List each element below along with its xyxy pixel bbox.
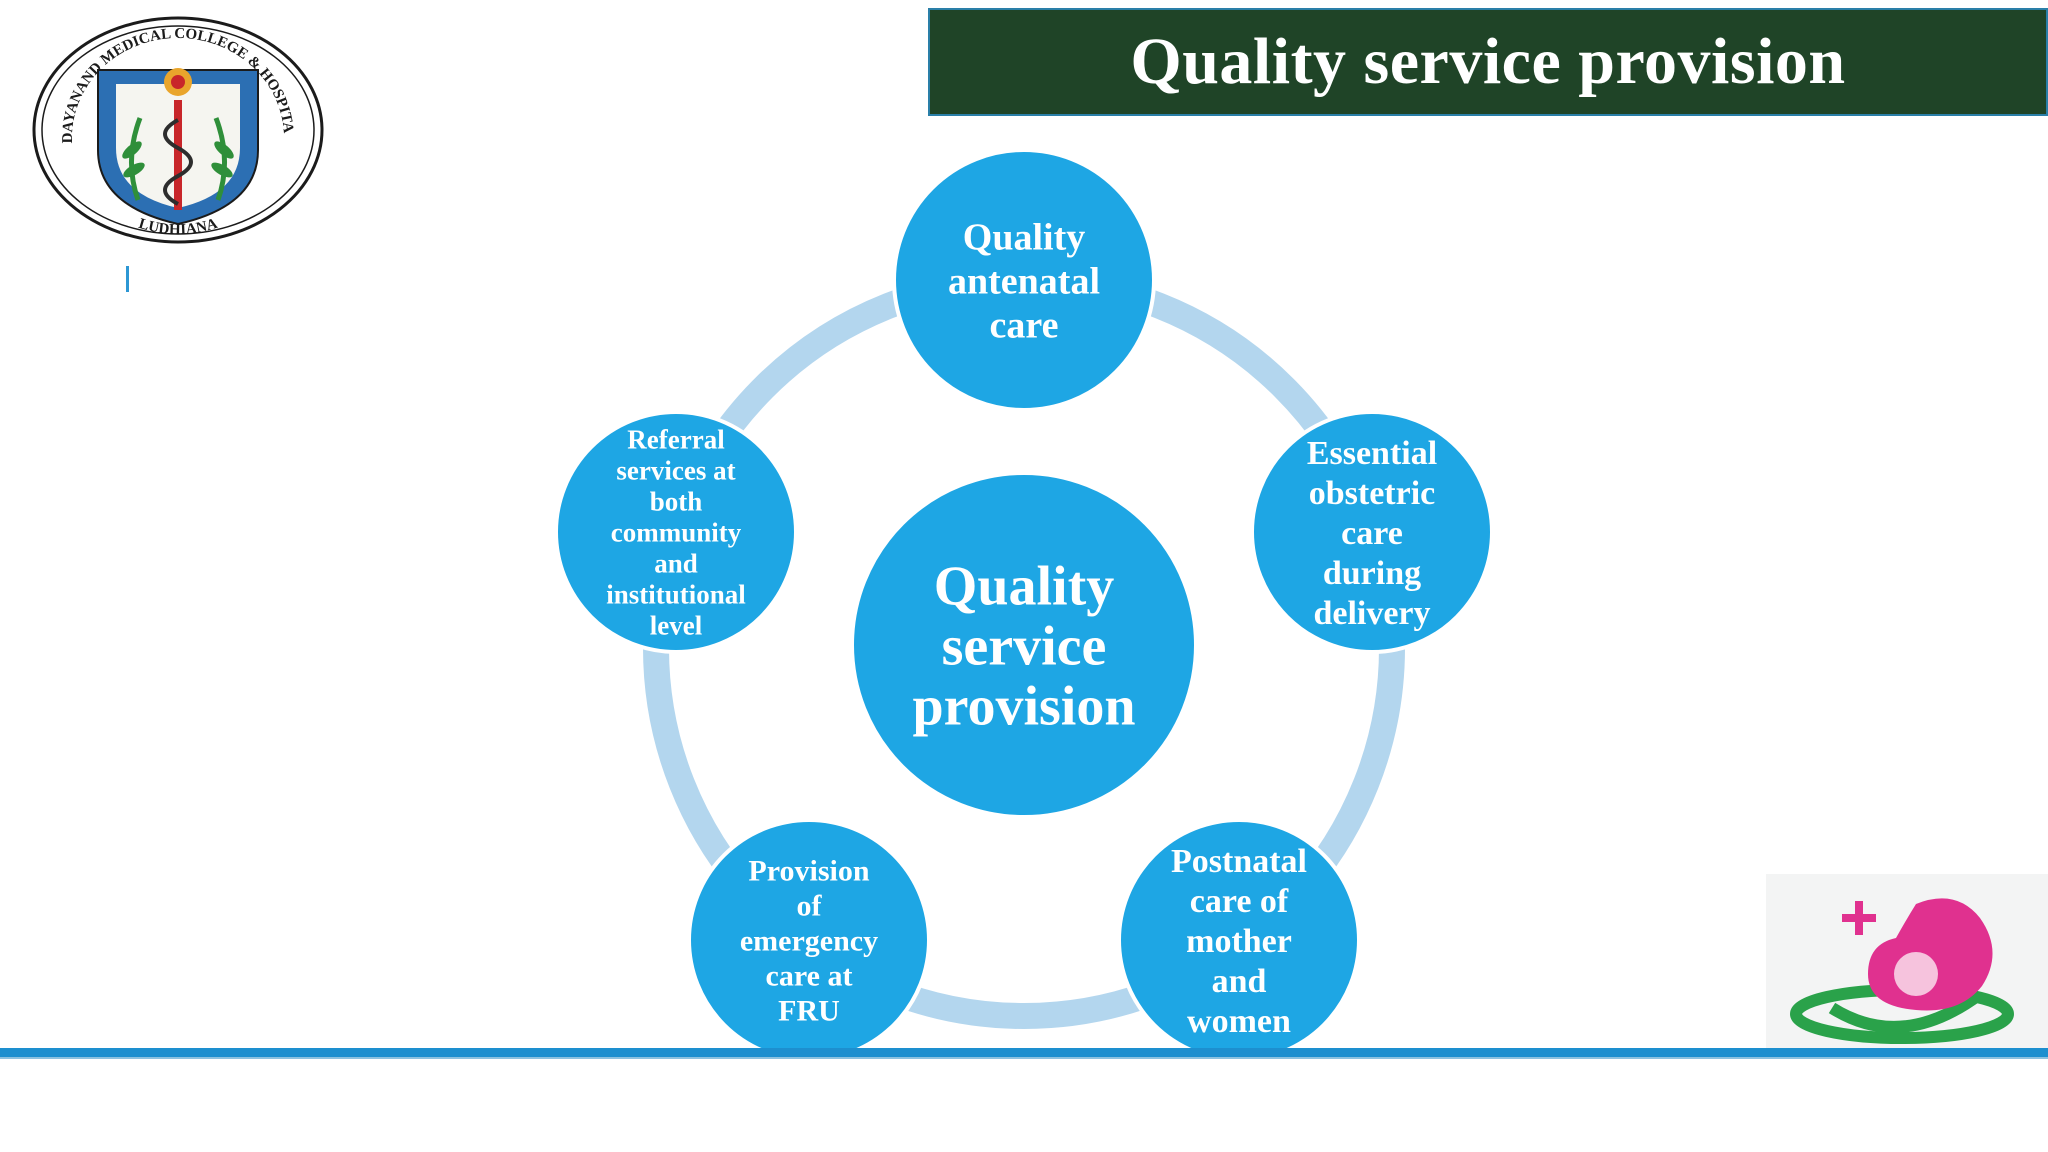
cycle-node-2-label-line: delivery: [1313, 595, 1430, 632]
cycle-node-3-label-line: Postnatal: [1171, 843, 1307, 880]
cycle-node-4-label-line: FRU: [778, 995, 840, 1028]
cycle-node-5-label-line: level: [650, 610, 703, 640]
svg-text:LUDHIANA: LUDHIANA: [137, 216, 220, 238]
cycle-node-3-label-line: and: [1212, 963, 1267, 1000]
cycle-node-2-circle: [1250, 410, 1494, 654]
cycle-node-3-label-line: mother: [1186, 923, 1292, 960]
center-node-label-line: provision: [912, 676, 1135, 738]
cycle-node-1-label-line: antenatal: [948, 260, 1100, 302]
cycle-node-2-label-line: during: [1323, 555, 1421, 592]
cycle-node-3-label-line: women: [1187, 1003, 1291, 1040]
text-cursor-mark: [126, 266, 129, 292]
cycle-node-3-circle: [1117, 818, 1361, 1062]
center-node-label-line: service: [942, 616, 1107, 678]
cycle-node-5-label-line: community: [611, 517, 742, 547]
footer-accent-line: [0, 1048, 2048, 1057]
cycle-node-1-circle: [892, 148, 1156, 412]
emblem-arc-bottom-text: LUDHIANA: [137, 216, 220, 238]
maternal-care-logo-icon: [1766, 874, 2048, 1050]
cycle-node-5-label-line: both: [650, 486, 703, 516]
cycle-node-5-label-line: services at: [616, 455, 735, 485]
cycle-node-1-label-line: Quality: [963, 216, 1085, 258]
center-node-circle: [850, 471, 1198, 819]
cycle-node-2-label-line: obstetric: [1309, 475, 1436, 512]
cycle-node-4-label-line: care at: [766, 960, 853, 993]
cycle-node-5-label-line: and: [654, 548, 698, 578]
cycle-node-3-label-line: care of: [1190, 883, 1289, 920]
cycle-node-4-label-line: emergency: [740, 925, 878, 958]
cycle-node-4-label-line: Provision: [748, 855, 869, 888]
cycle-node-2-label-line: care: [1341, 515, 1403, 552]
cycle-node-5-label-line: Referral: [627, 424, 725, 454]
cycle-node-5-label-line: institutional: [606, 579, 746, 609]
title-banner: Quality service provision: [928, 8, 2048, 116]
footer-accent-line-thin: [0, 1057, 2048, 1059]
slide-title: Quality service provision: [1130, 25, 1846, 98]
cycle-node-5-circle: [554, 410, 798, 654]
cycle-node-4-label-line: of: [797, 890, 823, 923]
center-node-label-line: Quality: [934, 556, 1114, 618]
cycle-node-2-label-line: Essential: [1307, 435, 1437, 472]
cycle-node-4-circle: [687, 818, 931, 1062]
cycle-node-1-label-line: care: [990, 304, 1059, 346]
